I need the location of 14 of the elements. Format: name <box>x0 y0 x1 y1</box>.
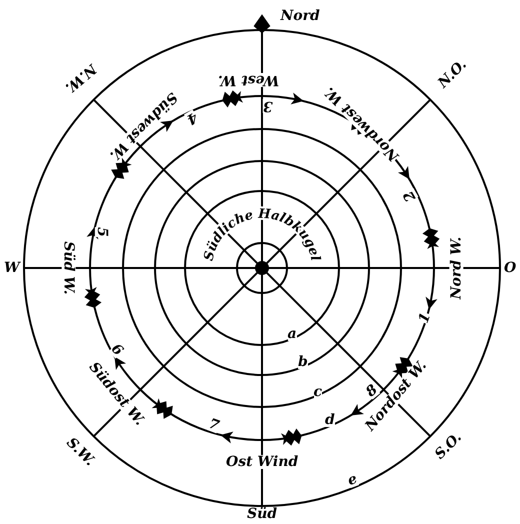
compass-label: Nord <box>280 9 320 23</box>
compass-label: O <box>504 261 516 275</box>
sequence-number: 2 <box>401 188 418 204</box>
wind-name: Ost Wind <box>226 455 298 469</box>
compass-label: Süd <box>247 507 278 521</box>
ring-letter: b <box>298 355 308 369</box>
ring-letter: d <box>325 413 335 427</box>
sequence-number: 7 <box>206 416 221 434</box>
wind-name: Nord W. <box>448 236 463 300</box>
wind-name: West W. <box>218 73 279 87</box>
compass-label: W <box>4 261 20 275</box>
wind-name: Süd W. <box>61 241 76 295</box>
sequence-number: 3 <box>263 99 273 113</box>
sequence-number: 5 <box>94 227 109 237</box>
